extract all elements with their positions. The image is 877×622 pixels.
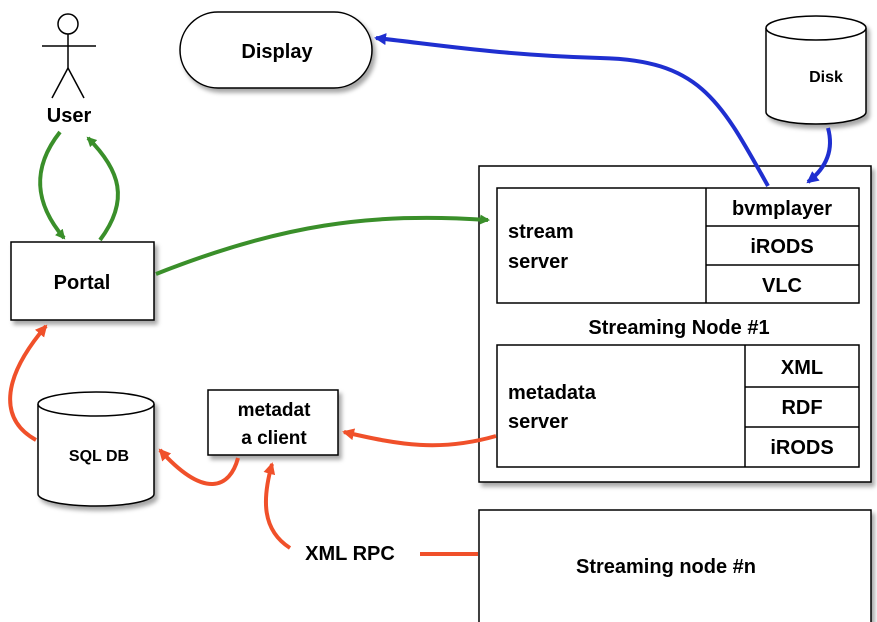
portal-label: Portal — [54, 272, 111, 294]
stream-server-label-line1: stream — [508, 221, 574, 243]
client-to-sql-db-arrow — [158, 448, 240, 486]
disk-label: Disk — [809, 69, 843, 86]
disk-to-bvmplayer-arrow — [806, 127, 832, 184]
stream-server-box — [496, 187, 860, 304]
portal-to-stream-server-arrow — [155, 214, 490, 276]
portal-node — [10, 241, 155, 321]
portal-to-user-arrow — [86, 136, 120, 242]
user-label: User — [47, 105, 92, 127]
streaming-node-n-container — [478, 509, 872, 622]
irods-meta-cell: iRODS — [770, 437, 833, 459]
metadata-client-node — [207, 389, 339, 456]
streaming-node-1-title: Streaming Node #1 — [588, 317, 769, 339]
xml-rpc-to-client-arrow — [263, 462, 292, 550]
display-label: Display — [241, 41, 313, 63]
sql-db-label: SQL DB — [69, 448, 129, 465]
user-stick-figure-icon — [42, 13, 96, 99]
vlc-cell: VLC — [762, 275, 802, 297]
display-node — [179, 11, 373, 89]
xml-rpc-label: XML RPC — [305, 543, 395, 565]
irods-stream-cell: iRODS — [750, 236, 813, 258]
sql-db-cylinder-icon — [37, 391, 155, 507]
metadata-server-box — [496, 344, 860, 468]
user-to-portal-arrow — [38, 130, 66, 240]
metadata-client-label-line1: metadat — [238, 400, 312, 421]
xml-cell: XML — [781, 357, 823, 379]
bvmplayer-to-display-arrow — [374, 33, 770, 187]
metadata-client-label-line2: a client — [241, 428, 307, 449]
rdf-cell: RDF — [781, 397, 822, 419]
streaming-node-n-label: Streaming node #n — [576, 556, 756, 578]
metadata-server-label-line2: server — [508, 411, 568, 433]
metadata-server-label-line1: metadata — [508, 382, 597, 404]
disk-cylinder-icon — [765, 15, 867, 125]
metadata-server-to-client-arrow — [342, 428, 497, 448]
bvmplayer-cell: bvmplayer — [732, 198, 832, 220]
stream-server-label-line2: server — [508, 251, 568, 273]
sql-db-to-portal-arrow — [8, 324, 48, 442]
